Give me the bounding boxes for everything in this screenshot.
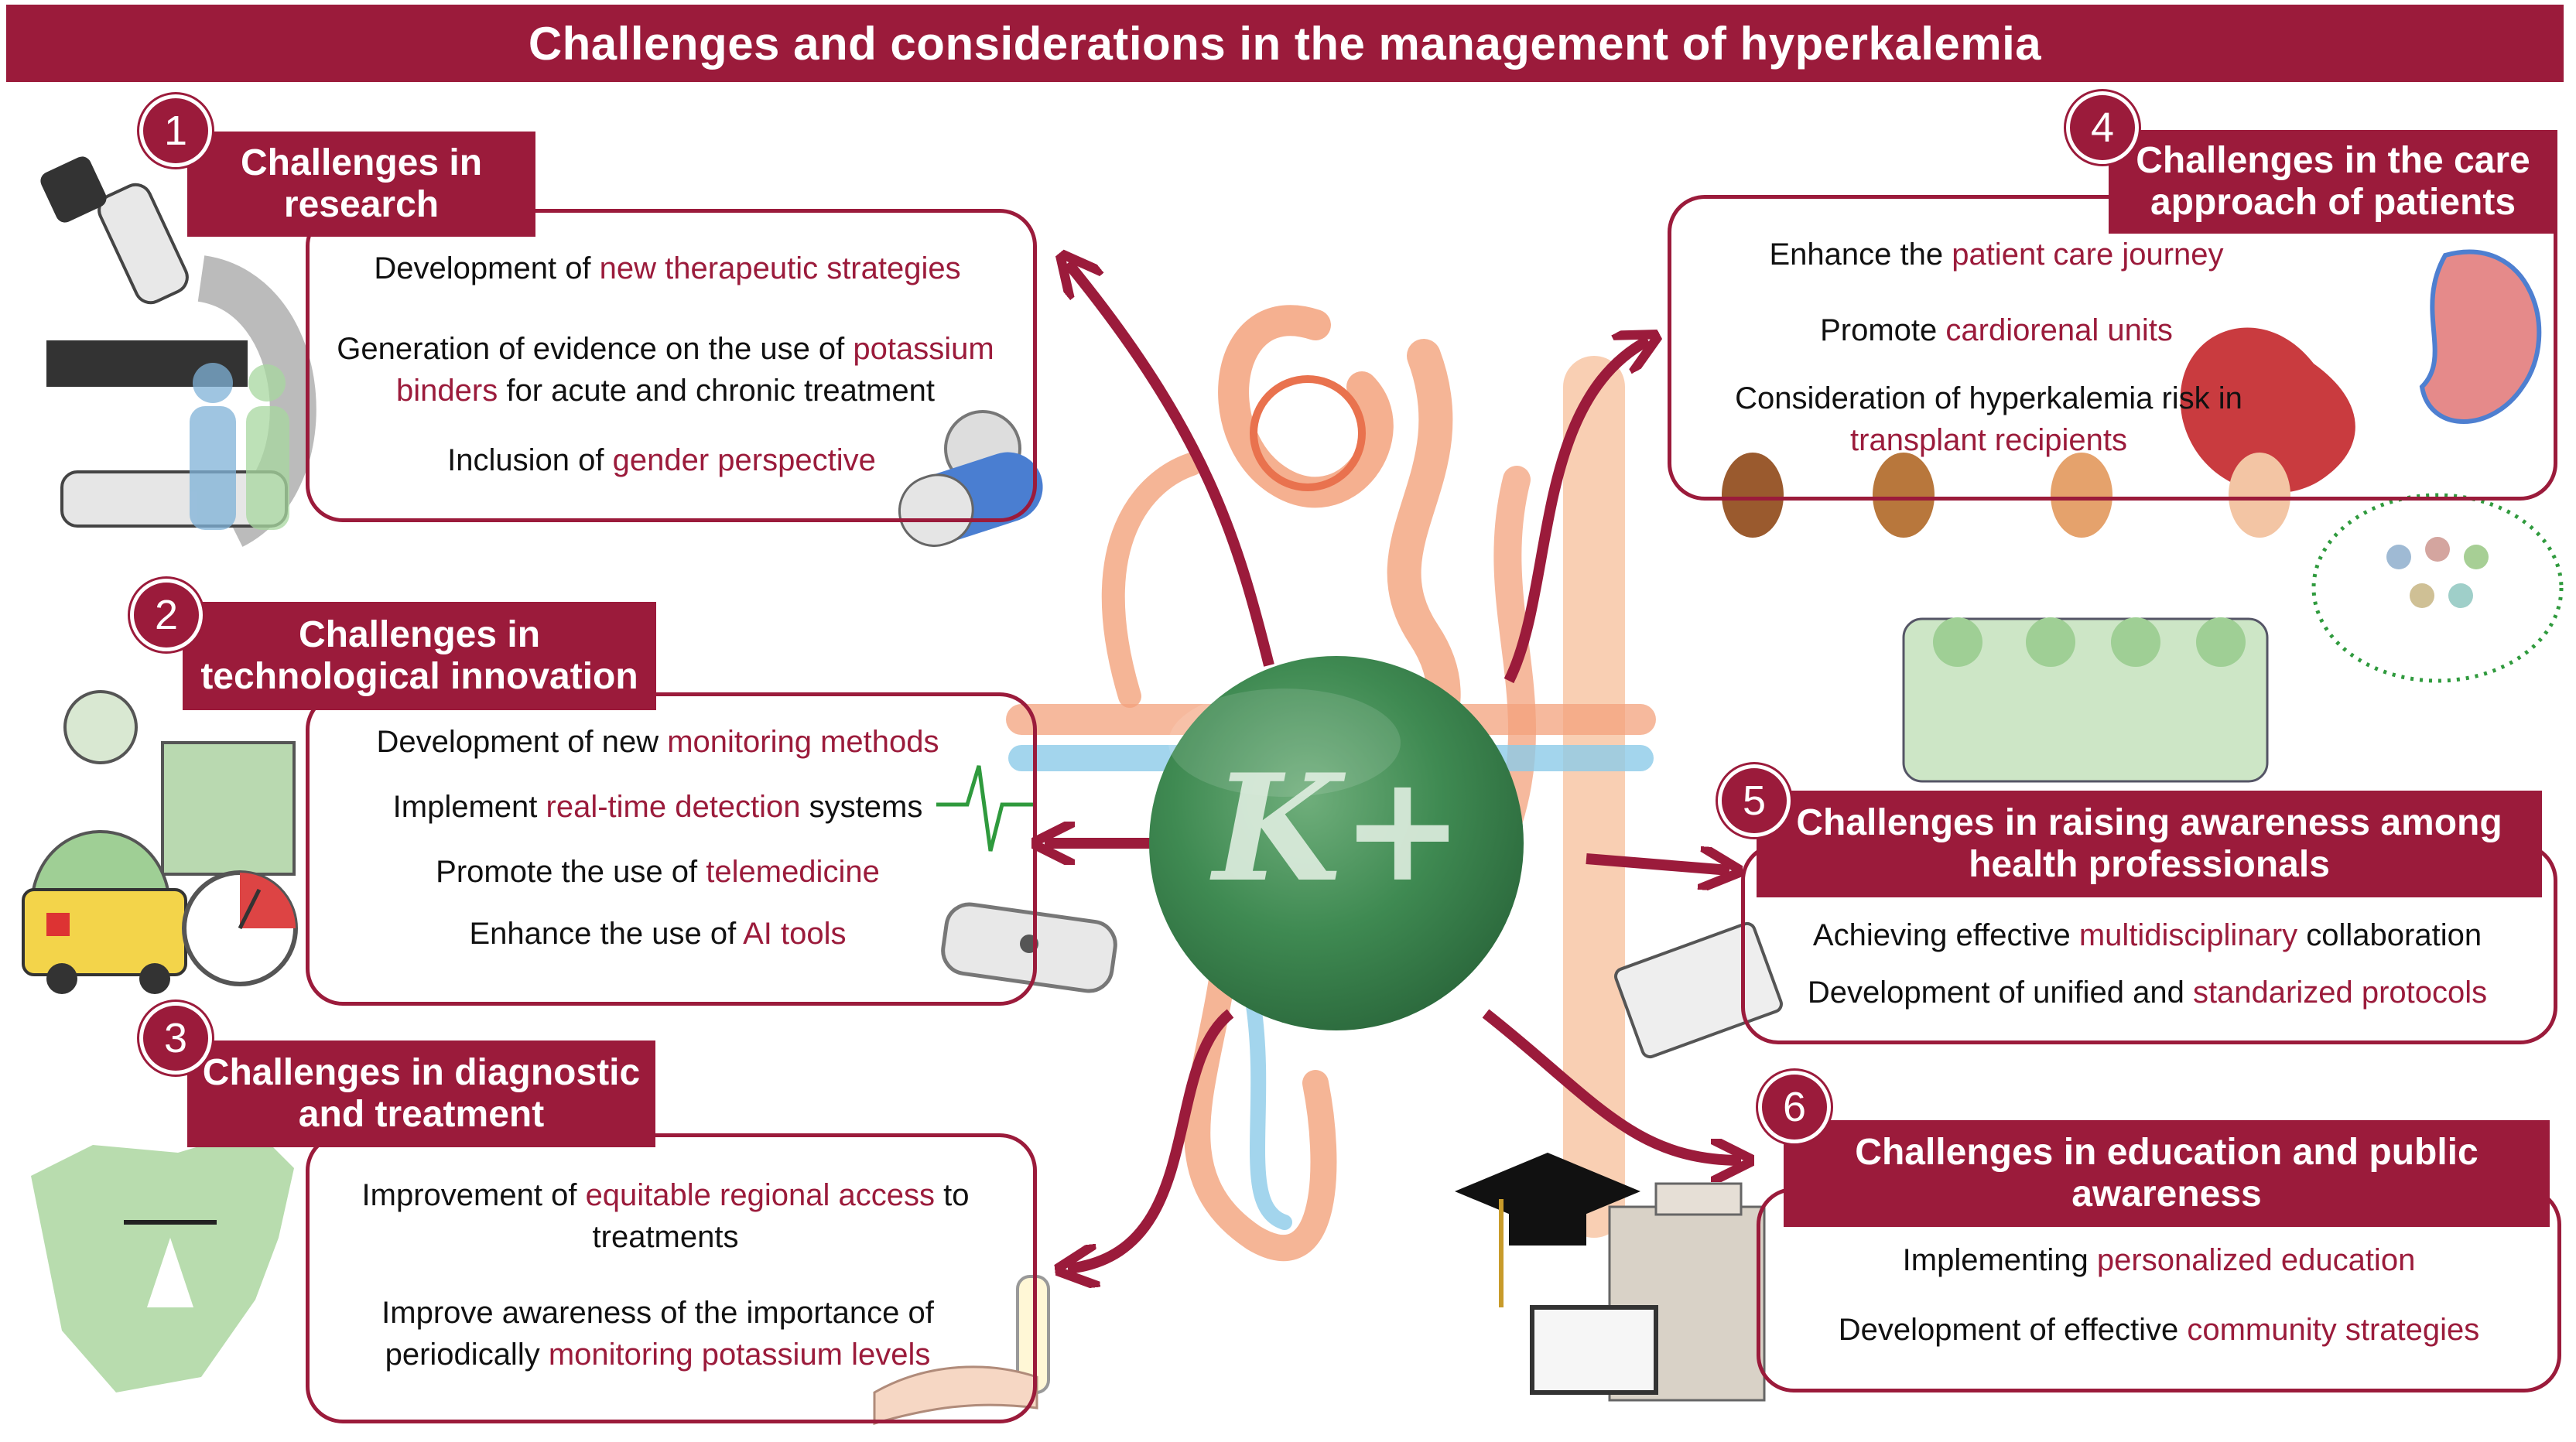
ecg-wave-icon <box>936 765 1037 852</box>
section-2-item: Enhance the use of AI tools <box>469 917 847 951</box>
screen-icon <box>1530 1305 1658 1395</box>
section-2-item: Implement real-time detection systems <box>392 790 923 824</box>
section-2-panel <box>306 692 1037 1006</box>
section-2-badge: 2 <box>130 579 203 651</box>
section-5-item: Development of unified and standarized p… <box>1807 976 2488 1010</box>
section-4-badge: 4 <box>2066 91 2139 164</box>
section-5-badge: 5 <box>1718 764 1791 837</box>
ambulance-icon <box>22 888 187 994</box>
heart-icon <box>2180 327 2355 494</box>
connector-arrows <box>1045 263 1741 1269</box>
graduation-cap-icon <box>1455 1153 1640 1307</box>
section-3-panel <box>306 1133 1037 1423</box>
section-1-badge: 1 <box>139 94 212 167</box>
potassium-symbol: K+ <box>1213 741 1465 914</box>
section-1-panel <box>306 209 1037 522</box>
section-3-item: Improve awareness of the importance of p… <box>381 1296 934 1372</box>
section-3-heading: Challenges in diagnostic and treatment <box>187 1040 655 1147</box>
potassium-sphere <box>1149 656 1524 1030</box>
stopwatch-icon <box>182 870 298 986</box>
section-3-badge: 3 <box>139 1002 212 1075</box>
clipboard-icon <box>1614 921 1783 1059</box>
crowd-speech-bubble-icon <box>2311 493 2564 683</box>
arm-icon <box>873 1365 1038 1425</box>
section-1-item: Generation of evidence on the use of pot… <box>337 332 994 408</box>
section-5-item: Achieving effective multidisciplinary co… <box>1812 918 2482 952</box>
section-1-item: Inclusion of gender perspective <box>447 443 876 477</box>
justice-scale-icon <box>124 1220 217 1307</box>
section-4-item: Consideration of hyperkalemia risk in tr… <box>1735 381 2242 457</box>
section-4-item: Enhance the patient care journey <box>1769 237 2224 272</box>
section-6-item: Implementing personalized education <box>1902 1243 2416 1277</box>
hospital-building-icon <box>1608 1182 1766 1402</box>
title-bar: Challenges and considerations in the man… <box>6 5 2564 82</box>
section-2-item: Promote the use of telemedicine <box>436 855 880 889</box>
section-3-item: Improvement of equitable regional access… <box>361 1178 970 1254</box>
section-2-item: Development of new monitoring methods <box>376 725 939 759</box>
kidney-icon <box>2419 249 2542 424</box>
section-6-heading: Challenges in education and public aware… <box>1784 1120 2550 1227</box>
transplant-kidneys-icon <box>1722 453 2290 538</box>
section-2-heading: Challenges in technological innovation <box>183 602 656 710</box>
section-4-item: Promote cardiorenal units <box>1820 313 2173 347</box>
section-1-item: Development of new therapeutic strategie… <box>374 251 961 285</box>
professionals-meeting-icon <box>1902 617 2269 783</box>
section-6-badge: 6 <box>1758 1071 1831 1143</box>
section-6-item: Development of effective community strat… <box>1838 1313 2480 1347</box>
section-1-heading: Challenges in research <box>187 132 535 237</box>
pill-capsule-icon <box>898 410 1043 547</box>
section-5-heading: Challenges in raising awareness among he… <box>1757 791 2542 897</box>
page-title: Challenges and considerations in the man… <box>528 17 2042 70</box>
researchers-icon <box>190 363 289 530</box>
section-4-heading: Challenges in the care approach of patie… <box>2109 130 2557 234</box>
